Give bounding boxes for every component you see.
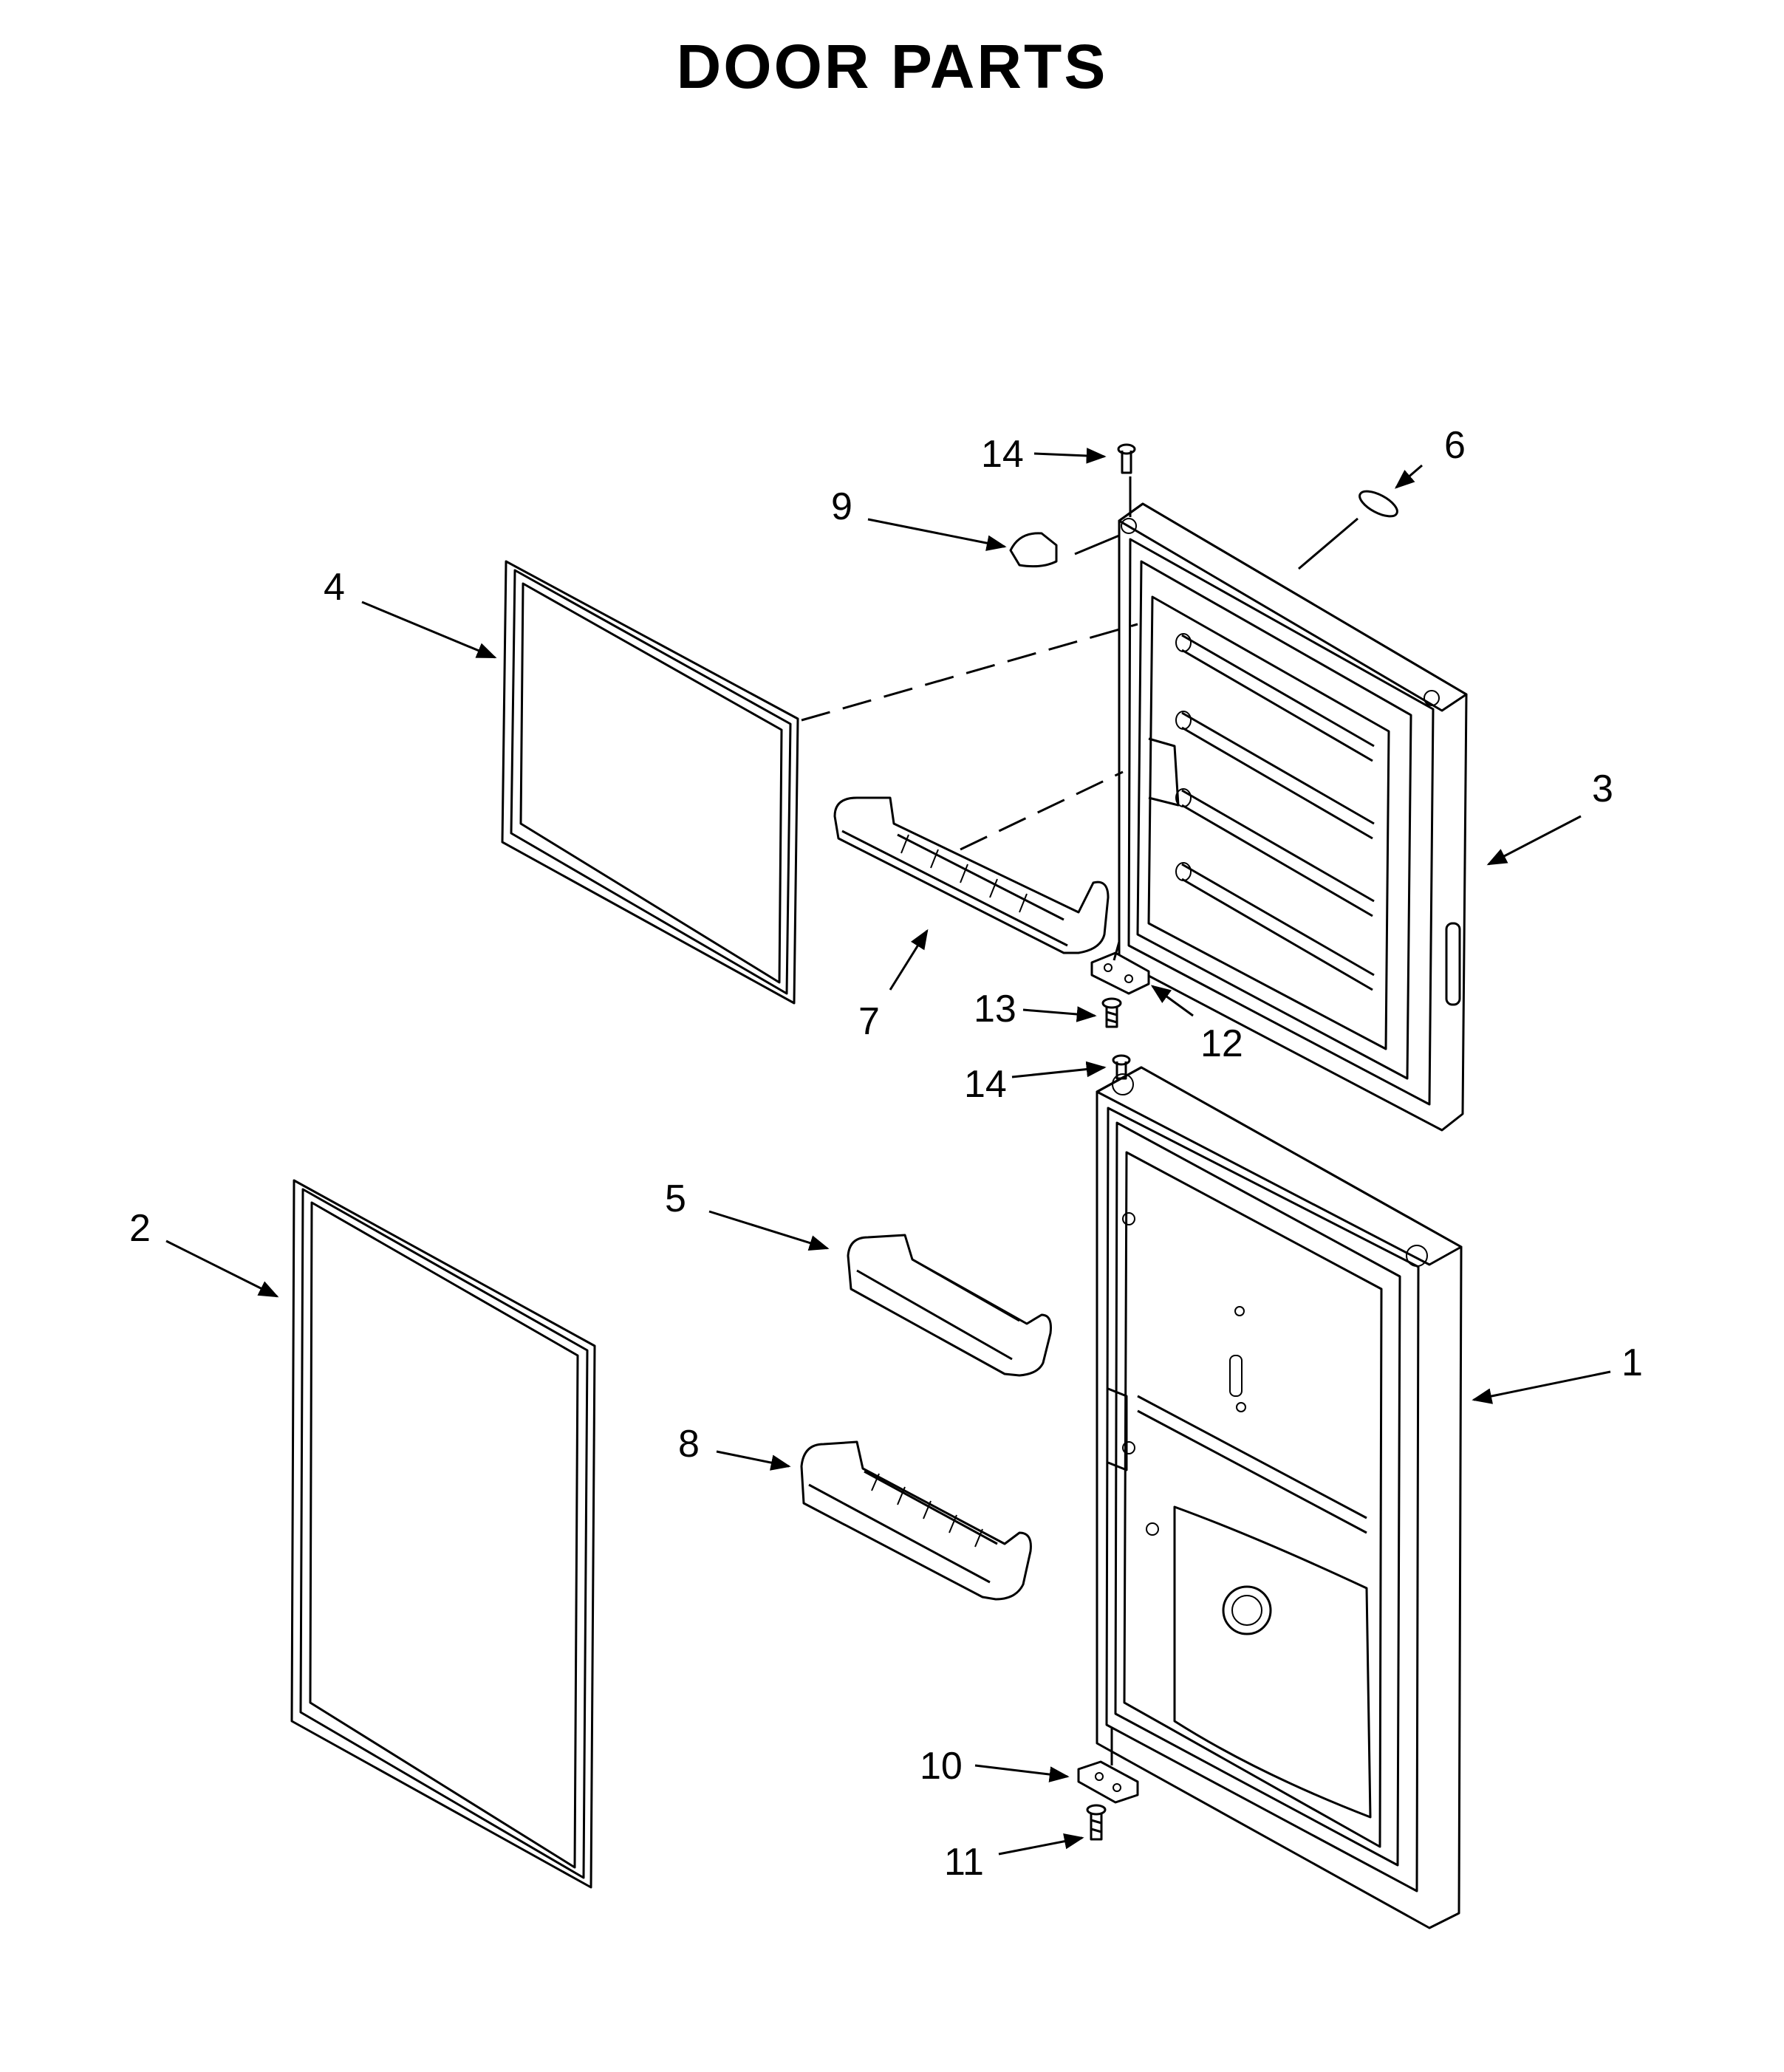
fresh-food-door-bin-part-8 [800, 1440, 1032, 1601]
fresh-food-door-bin-part-5 [847, 1234, 1052, 1377]
screw-part-11 [1086, 1804, 1107, 1841]
callout-8: 8 [678, 1423, 700, 1466]
callout-7: 7 [858, 1000, 880, 1043]
callout-12: 12 [1200, 1022, 1243, 1065]
plug-ring-part-6 [1358, 490, 1398, 518]
hinge-pin-part-14-upper [1117, 443, 1136, 474]
fresh-food-door-part-1 [1096, 1066, 1463, 1929]
callout-4: 4 [324, 566, 345, 609]
hinge-cap-part-9 [1009, 532, 1058, 568]
alignment-lines [801, 476, 1358, 1765]
callout-13: 13 [974, 988, 1016, 1030]
callout-6: 6 [1444, 424, 1466, 467]
freezer-door-bin-part-7 [833, 796, 1110, 954]
callout-14-lower: 14 [964, 1063, 1007, 1106]
bottom-hinge-part-10 [1077, 1760, 1139, 1804]
callout-leaders [165, 448, 1611, 1856]
hinge-pin-part-14-lower [1112, 1054, 1131, 1080]
callout-14-upper: 14 [981, 433, 1024, 476]
page-title: DOOR PARTS [676, 32, 1108, 101]
callout-10: 10 [920, 1745, 963, 1788]
callout-11: 11 [944, 1841, 984, 1884]
callout-5: 5 [665, 1177, 686, 1220]
callout-2: 2 [129, 1207, 151, 1250]
freezer-door-part-3 [1118, 502, 1468, 1132]
callout-labels: 14 6 9 4 3 7 13 12 14 2 5 1 8 10 11 [129, 424, 1643, 1884]
callout-9: 9 [831, 485, 852, 528]
freezer-gasket-part-4 [501, 560, 799, 1005]
callout-1: 1 [1621, 1341, 1643, 1384]
screw-part-13 [1101, 997, 1122, 1028]
fresh-food-gasket-part-2 [290, 1179, 596, 1889]
callout-3: 3 [1592, 767, 1613, 810]
